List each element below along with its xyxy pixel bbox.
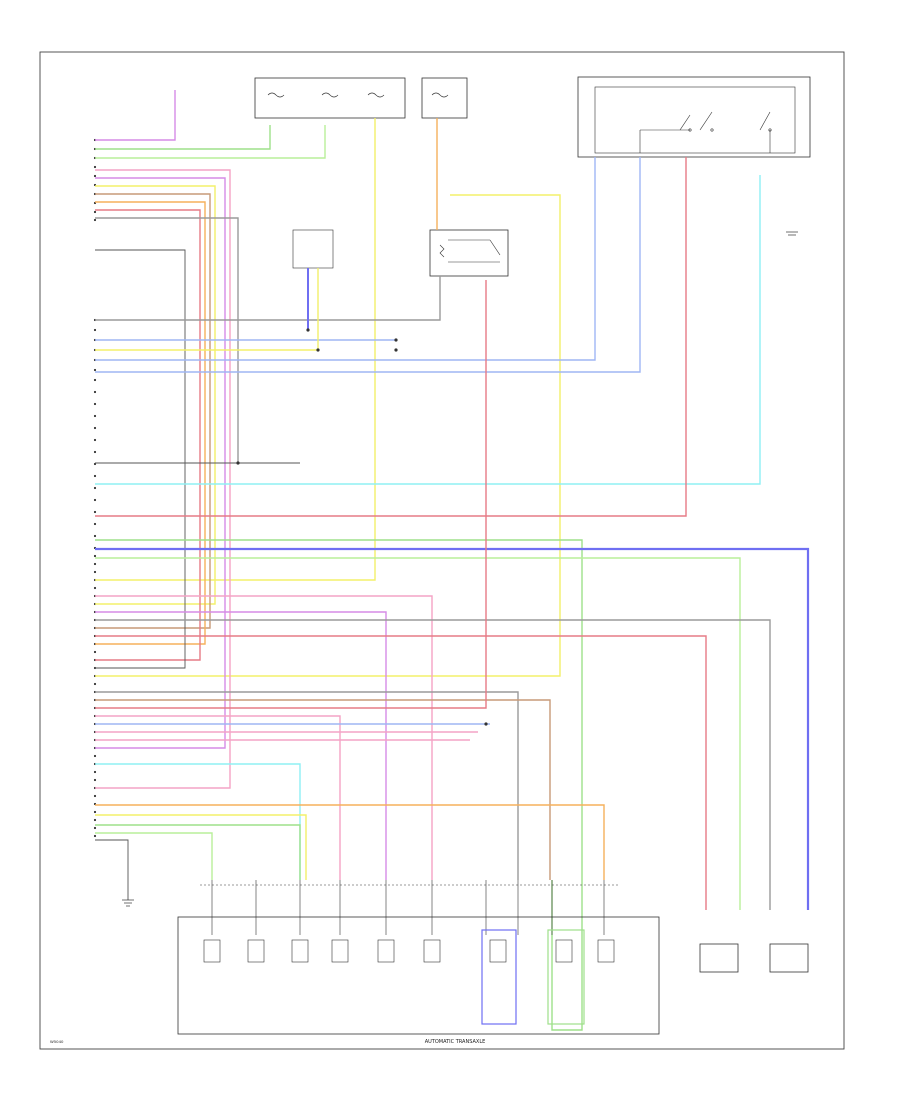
wire-yellow-3 (95, 268, 319, 351)
wire-red-range (95, 157, 687, 517)
solenoid-box-green (547, 929, 585, 1025)
wire-lightblue-range-1 (95, 157, 596, 361)
wire-orange-bottom (95, 804, 605, 880)
speed-sensor-box-left (699, 943, 739, 973)
range-switch-contacts (639, 111, 772, 153)
transaxle-label: AUTOMATIC TRANSAXLE (425, 1039, 486, 1045)
wire-green-top-1 (95, 125, 271, 150)
range-switch-inner (594, 86, 796, 154)
wire-violet-3 (95, 611, 387, 880)
footer-code: W5040 (50, 1039, 64, 1044)
wire-red-3 (95, 280, 487, 709)
wire-cyan-2 (95, 763, 301, 880)
wire-black-switch (95, 249, 186, 669)
wire-yellow-bottom (95, 814, 307, 880)
wire-gray-2 (95, 619, 771, 910)
wire-pink-1 (95, 169, 231, 789)
fuse-symbols (267, 92, 449, 98)
wire-red-2 (95, 635, 707, 910)
wire-black-gnd-bottom (95, 839, 129, 900)
sensor-connector-box (292, 229, 334, 269)
wire-lightblue-range-2 (95, 157, 641, 373)
transaxle-box (177, 916, 660, 1035)
speed-sensor-box-right (769, 943, 809, 973)
wire-yellow-relay (95, 194, 561, 677)
solenoid-symbols (203, 939, 615, 963)
junction-dots (236, 328, 488, 726)
solenoid-stubs (200, 880, 620, 935)
range-switch-box (577, 76, 811, 158)
fuse-box-left (254, 77, 406, 119)
wire-yellow-long (95, 118, 376, 581)
wire-lightgreen-top-2 (95, 125, 326, 159)
wire-orange-2 (95, 201, 206, 645)
wire-gray-relay (95, 276, 441, 321)
relay-box (429, 229, 509, 277)
wire-group-middle (95, 157, 761, 517)
wire-gray-3 (95, 691, 519, 880)
ground-symbols (122, 231, 798, 907)
wire-blue-bus (95, 547, 810, 910)
wire-green-bottom (95, 824, 301, 880)
wire-brown-2 (95, 699, 551, 880)
wire-brown-1 (95, 193, 211, 629)
wire-lightgreen-3 (95, 557, 741, 910)
diagram-frame (39, 51, 845, 1050)
wire-pink-2 (95, 715, 341, 880)
fuse-box-right (421, 77, 468, 119)
wire-green-bus (95, 539, 583, 1031)
solenoid-box-blue (481, 929, 517, 1025)
wire-yellow-2 (95, 185, 216, 605)
wire-cyan-range (95, 175, 761, 485)
relay-internal (439, 239, 501, 263)
wire-red-1 (95, 209, 201, 661)
wire-pink-sensor (95, 595, 433, 880)
wire-group-bottom (95, 280, 810, 1031)
wire-violet-top (95, 90, 176, 141)
wire-group-top (95, 90, 561, 789)
wire-gray-1 (95, 217, 239, 463)
wire-lightgreen-bottom (95, 832, 213, 880)
